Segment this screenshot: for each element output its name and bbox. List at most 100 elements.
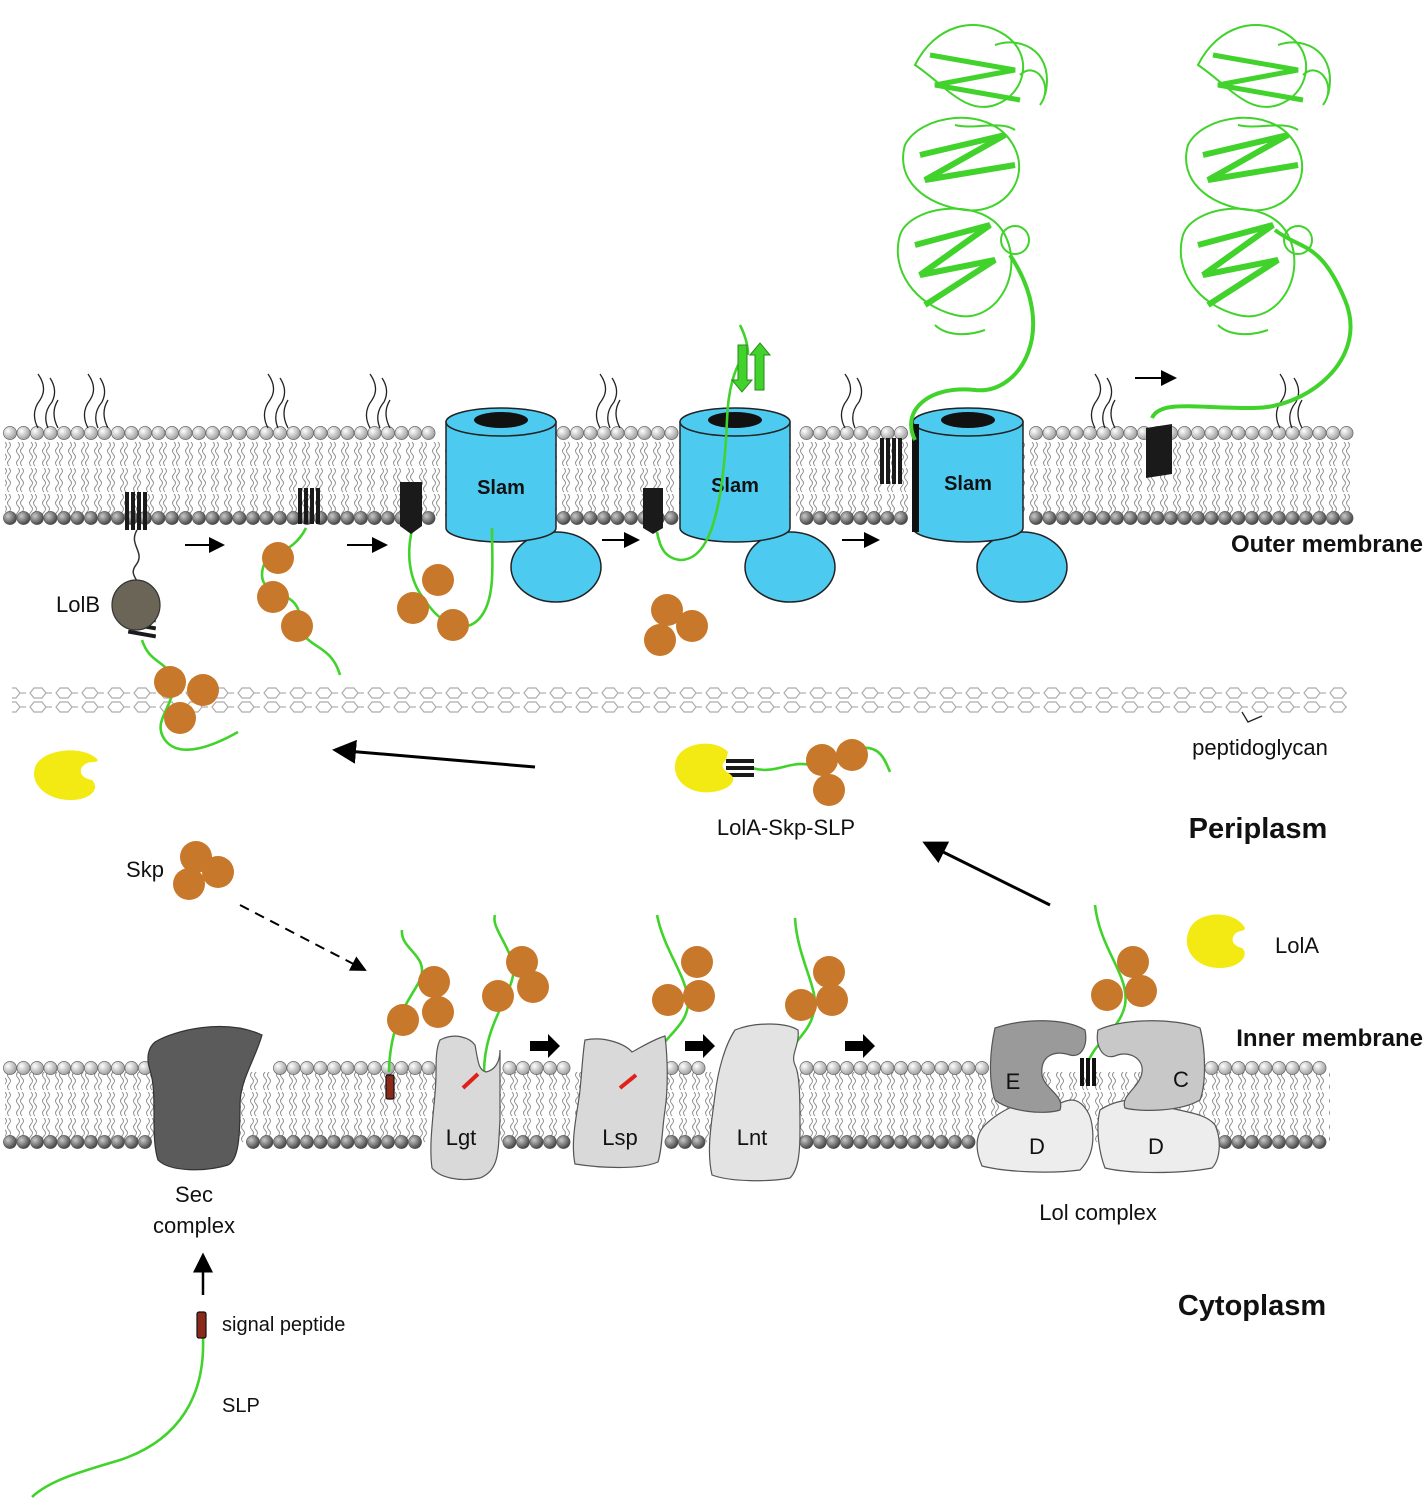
- lipid-head: [678, 1061, 692, 1075]
- slp-anchor-om-5: [1146, 424, 1172, 478]
- lipid-head: [1245, 511, 1259, 525]
- lipid-head: [1231, 1061, 1246, 1075]
- lipid-head: [1231, 426, 1246, 440]
- lipid-head: [1245, 426, 1259, 440]
- lipid-head: [57, 1135, 71, 1149]
- lipid-head: [70, 1135, 85, 1149]
- lipid-head: [300, 1061, 314, 1075]
- lps-chains: [33, 373, 1303, 429]
- skp-subunit: [644, 624, 676, 656]
- lipid-head: [421, 511, 436, 525]
- lgt-enzyme: [430, 1035, 501, 1181]
- lipid-head: [97, 426, 112, 440]
- skp-subunit: [422, 996, 454, 1028]
- lipid-head: [30, 426, 44, 440]
- lipid-head: [1218, 1135, 1232, 1149]
- lipid-head: [232, 426, 247, 440]
- lipid-head: [1069, 426, 1084, 440]
- lipid-head: [1218, 1061, 1232, 1075]
- lipid-head: [354, 426, 368, 440]
- outer-membrane-label: Outer membrane: [1231, 531, 1423, 558]
- lipid-head: [232, 511, 247, 525]
- lipid-head: [111, 426, 125, 440]
- skp-trimers: [154, 542, 1157, 1036]
- lipid-head: [1231, 1135, 1246, 1149]
- lipid-head: [1245, 1135, 1259, 1149]
- lipid-head: [1096, 426, 1111, 440]
- lipid-head: [340, 1135, 355, 1149]
- lipid-head: [610, 426, 625, 440]
- lipid-head: [286, 1135, 301, 1149]
- lipid-head: [1299, 1061, 1313, 1075]
- lipid-head: [43, 1061, 58, 1075]
- lipid-head: [84, 511, 98, 525]
- lipid-head: [583, 426, 598, 440]
- lipid-head: [178, 511, 193, 525]
- lipid-head: [1299, 426, 1313, 440]
- skp-subunit: [1125, 975, 1157, 1007]
- lipid-head: [1312, 1135, 1327, 1149]
- lipid-head: [543, 1061, 557, 1075]
- lipid-head: [3, 511, 17, 525]
- lsp-label: Lsp: [602, 1125, 637, 1150]
- slam-label-1: Slam: [477, 477, 525, 499]
- lipid-head: [327, 511, 341, 525]
- lipid-head: [97, 1135, 112, 1149]
- lipid-head: [124, 1135, 139, 1149]
- skp-subunit: [1091, 979, 1123, 1011]
- lipid-head: [1042, 426, 1057, 440]
- lsp-enzyme: [572, 1035, 668, 1169]
- lipid-head: [246, 426, 260, 440]
- lipid-head: [381, 426, 395, 440]
- lipid-head: [880, 511, 895, 525]
- lipid-head: [664, 1135, 679, 1149]
- lipid-head: [1191, 426, 1205, 440]
- im-step-arrows: [530, 1034, 875, 1058]
- lipid-head: [1029, 511, 1043, 525]
- lsp-signal-peptide: [618, 1073, 638, 1090]
- lipid-head: [840, 1135, 854, 1149]
- lipid-head: [502, 1061, 517, 1075]
- lipid-head: [813, 426, 827, 440]
- lol-e-label: E: [1006, 1069, 1021, 1094]
- lipid-head: [1083, 511, 1097, 525]
- lolb-protein: [111, 529, 161, 631]
- lipid-head: [1285, 426, 1300, 440]
- inner-membrane-label: Inner membrane: [1236, 1025, 1423, 1052]
- lipid-head: [1272, 1135, 1286, 1149]
- lipid-head: [30, 1061, 44, 1075]
- lipid-head: [826, 426, 841, 440]
- lipid-head: [70, 426, 85, 440]
- lipid-head: [921, 1135, 935, 1149]
- lipid-head: [1110, 426, 1124, 440]
- slam-complex-1: [445, 407, 602, 603]
- lipid-head: [408, 426, 422, 440]
- lipid-head: [529, 1061, 544, 1075]
- lipid-head: [84, 1135, 98, 1149]
- skp-subunit: [652, 984, 684, 1016]
- lipid-head: [84, 1061, 98, 1075]
- periplasm-label: Periplasm: [1189, 813, 1328, 845]
- lipid-head: [313, 426, 328, 440]
- lipid-head: [1258, 1135, 1273, 1149]
- lipid-head: [1299, 511, 1313, 525]
- lola-protein-free-periplasm: [34, 750, 98, 800]
- lipid-head: [1299, 1135, 1313, 1149]
- lipid-head: [367, 1135, 382, 1149]
- lipid-head: [1258, 1061, 1273, 1075]
- lipid-head: [219, 426, 233, 440]
- folded-slp-structure-2: [1179, 24, 1331, 336]
- lipid-head: [327, 426, 341, 440]
- lipid-head: [880, 1135, 895, 1149]
- skp-subunit: [813, 956, 845, 988]
- lipid-head: [340, 511, 355, 525]
- lipid-head: [502, 1135, 517, 1149]
- lipid-head: [1245, 1061, 1259, 1075]
- lnt-enzyme: [708, 1023, 801, 1182]
- lipid-head: [408, 1061, 422, 1075]
- lipid-head: [1218, 511, 1232, 525]
- lipid-head: [205, 426, 220, 440]
- slam-complex-2: [679, 407, 836, 603]
- skp-subunit: [422, 564, 454, 596]
